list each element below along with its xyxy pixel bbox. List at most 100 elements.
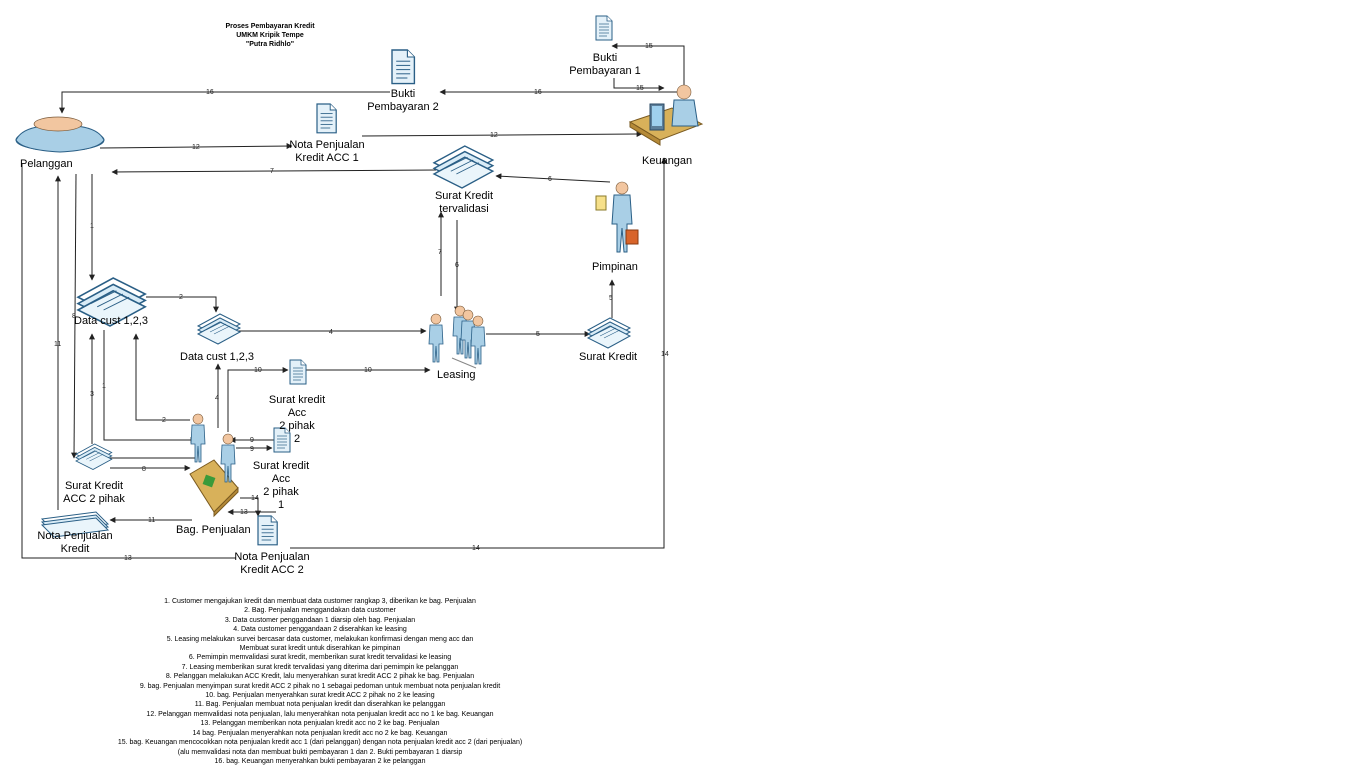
label-line: 1 — [277, 499, 285, 511]
connectors — [21, 43, 685, 559]
label-line: ACC 2 pihak — [63, 493, 125, 505]
step-line: 15. bag. Keuangan mencocokkan nota penju… — [117, 739, 523, 747]
step-line: (alu memvalidasi nota dan membuat bukti … — [177, 748, 463, 756]
step-line: 7. Leasing memberikan surat kredit terva… — [181, 663, 459, 671]
arrow-8a — [71, 173, 78, 459]
label-line: Nota Penjualan — [234, 551, 310, 563]
arrow-1b — [103, 330, 197, 443]
step-line: 5. Leasing melakukan survei bercasar dat… — [166, 635, 474, 643]
arrow-2a — [146, 296, 219, 313]
num-15b: 15 — [636, 85, 644, 92]
label-line: Nota Penjualan — [37, 530, 113, 542]
num-7a: 7 — [270, 168, 274, 175]
label-line: Surat Kredit — [64, 480, 124, 492]
num-10a: 10 — [254, 367, 262, 374]
surat-acc-2pihak-stack-icon — [75, 443, 113, 470]
num-9a: 9 — [250, 437, 254, 444]
num-2a: 2 — [179, 294, 183, 301]
label-keuangan: Keuangan — [642, 155, 693, 167]
num-7b: 7 — [438, 249, 442, 256]
label-line: tervalidasi — [439, 203, 489, 215]
label-pimpinan: Pimpinan — [592, 261, 638, 273]
step-line: Membuat surat kredit untuk diserahkan ke… — [239, 645, 401, 653]
diagram-title: Proses Pembayaran Kredit UMKM Kripik Tem… — [200, 22, 340, 49]
arrow-14a — [240, 497, 261, 517]
num-5a: 5 — [536, 331, 540, 338]
num-2b: 2 — [162, 417, 166, 424]
num-4a: 4 — [329, 329, 333, 336]
step-line: 9. bag. Penjualan menyimpan surat kredit… — [139, 682, 501, 690]
step-line: 10. bag. Penjualan menyerahkan surat kre… — [205, 692, 435, 700]
num-6a: 6 — [548, 176, 552, 183]
nota-acc1-doc-icon — [316, 103, 337, 134]
num-15a: 15 — [645, 43, 653, 50]
num-12b: 12 — [490, 132, 498, 139]
num-13a: 13 — [124, 555, 132, 562]
num-14b: 14 — [472, 545, 480, 552]
label-line: 2 pihak — [279, 420, 315, 432]
keuangan-icon — [628, 84, 704, 146]
arrow-16a — [59, 91, 390, 114]
step-line: 13. Pelanggan memberikan nota penjualan … — [200, 720, 440, 728]
title-line-1: Proses Pembayaran Kredit — [225, 23, 315, 30]
num-13b: 13 — [240, 509, 248, 516]
label-line: Pembayaran 2 — [367, 101, 439, 113]
num-12a: 12 — [192, 144, 200, 151]
num-9b: 9 — [250, 446, 254, 453]
num-8a: 8 — [72, 313, 76, 320]
num-11a: 11 — [148, 517, 155, 524]
data-cust-b-stack-icon — [197, 313, 241, 345]
pelanggan-icon — [15, 116, 105, 153]
surat-kredit-stack-icon — [587, 317, 631, 349]
bukti-pembayaran-2-doc-icon — [391, 49, 416, 85]
step-line: 1. Customer mengajukan kredit dan membua… — [164, 598, 476, 605]
label-line: Bukti — [390, 88, 416, 100]
step-line: 12. Pelanggan memvalidasi nota penjualan… — [146, 710, 494, 718]
arrow-6a — [495, 173, 611, 183]
arrow-15a — [611, 43, 685, 86]
num-3: 3 — [90, 391, 94, 398]
title-line-2: UMKM Kripik Tempe — [236, 32, 304, 39]
label-data-cust-a: Data cust 1,2,3 — [74, 315, 148, 327]
nota-acc2-doc-icon — [257, 515, 278, 546]
arrow-12a — [99, 143, 293, 150]
label-surat-kredit: Surat Kredit — [579, 351, 638, 363]
step-line: 3. Data customer penggandaan 1 diarsip o… — [224, 616, 416, 624]
label-line: Acc — [271, 473, 291, 485]
num-6b: 6 — [455, 262, 459, 269]
num-16a: 16 — [206, 89, 214, 96]
arrow-2b — [133, 333, 190, 421]
label-line: 2 pihak — [263, 486, 299, 498]
step-description-list: 1. Customer mengajukan kredit dan membua… — [100, 597, 540, 766]
num-1b: 1 — [102, 383, 106, 390]
label-line: Bukti — [592, 52, 618, 64]
surat-tervalidasi-stack-icon — [433, 145, 494, 189]
label-line: Surat kredit — [268, 394, 326, 406]
num-8b: 8 — [142, 466, 146, 473]
num-16b: 16 — [534, 89, 542, 96]
label-line: Acc — [287, 407, 307, 419]
step-line: 4. Data customer penggandaan 2 diserahka… — [233, 626, 407, 634]
arrow-13a — [21, 164, 236, 559]
arrow-7a — [111, 168, 437, 175]
label-bag-penjualan: Bag. Penjualan — [176, 524, 251, 536]
label-line: Surat Kredit — [434, 190, 494, 202]
step-line: 14 bag. Penjualan menyerahkan nota penju… — [192, 729, 448, 737]
bag-penjualan-icon — [189, 413, 239, 518]
arrow-10a — [227, 367, 289, 432]
bukti-pembayaran-1-doc-icon — [595, 15, 613, 41]
label-line: Nota Penjualan — [289, 139, 365, 151]
label-pelanggan: Pelanggan — [20, 158, 73, 170]
arrow-12b — [361, 131, 643, 138]
step-line: 6. Pemimpin memvalidasi surat kredit, me… — [188, 654, 452, 662]
title-line-3: "Putra Ridhlo" — [245, 41, 295, 48]
label-line: 2 — [293, 433, 301, 445]
